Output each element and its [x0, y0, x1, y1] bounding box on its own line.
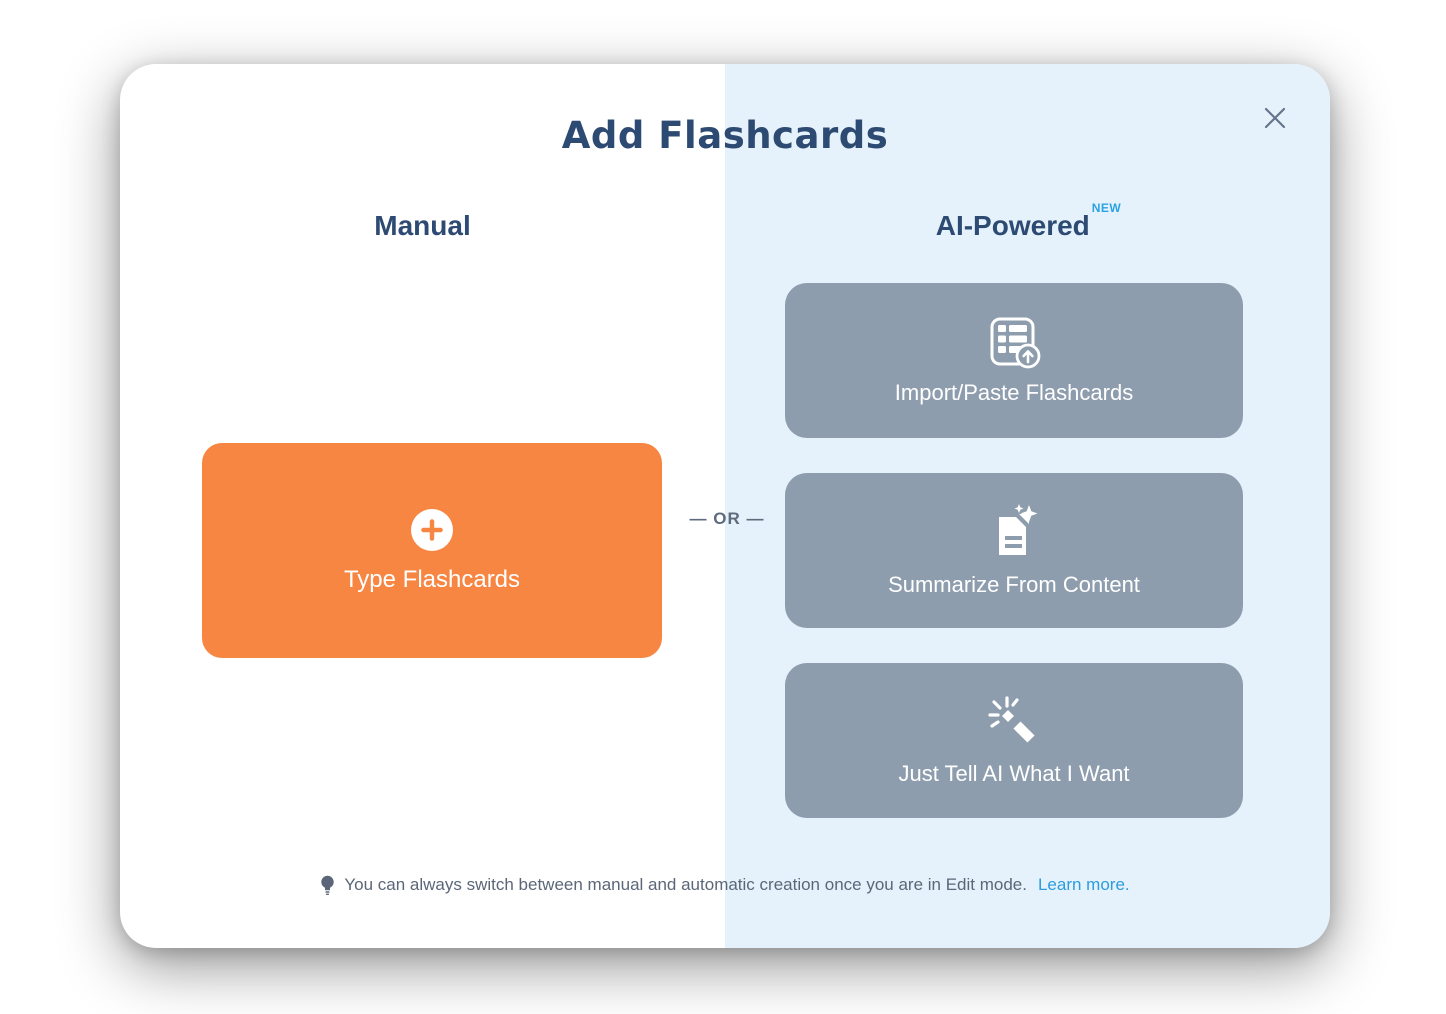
or-divider: — OR —	[689, 509, 765, 528]
just-tell-ai-button[interactable]: Just Tell AI What I Want	[785, 663, 1243, 818]
ai-section-heading: AI-PoweredNEW	[725, 201, 1330, 242]
close-icon	[1260, 103, 1290, 133]
close-button[interactable]	[1258, 101, 1292, 135]
new-badge: NEW	[1091, 200, 1122, 215]
type-flashcards-button[interactable]: Type Flashcards	[202, 443, 662, 658]
import-paste-flashcards-label: Import/Paste Flashcards	[894, 379, 1134, 405]
document-sparkle-icon	[985, 503, 1043, 562]
just-tell-ai-label: Just Tell AI What I Want	[898, 760, 1130, 786]
plus-circle-icon	[410, 508, 454, 552]
summarize-from-content-label: Summarize From Content	[888, 571, 1140, 597]
tip-text: You can always switch between manual and…	[344, 875, 1027, 894]
magic-wand-icon	[986, 695, 1042, 751]
footer-tip: You can always switch between manual and…	[120, 870, 1330, 900]
lightbulb-icon	[320, 875, 335, 896]
learn-more-link[interactable]: Learn more.	[1037, 875, 1130, 894]
manual-heading-label: Manual	[374, 210, 471, 241]
add-flashcards-modal: Add Flashcards Manual AI-PoweredNEW Type…	[120, 64, 1330, 948]
type-flashcards-label: Type Flashcards	[343, 565, 521, 593]
summarize-from-content-button[interactable]: Summarize From Content	[785, 473, 1243, 628]
manual-section-heading: Manual	[120, 210, 725, 242]
modal-title: Add Flashcards	[561, 114, 889, 157]
import-paste-flashcards-button[interactable]: Import/Paste Flashcards	[785, 283, 1243, 438]
ai-heading-label: AI-Powered	[935, 210, 1090, 241]
table-import-icon	[985, 316, 1043, 370]
